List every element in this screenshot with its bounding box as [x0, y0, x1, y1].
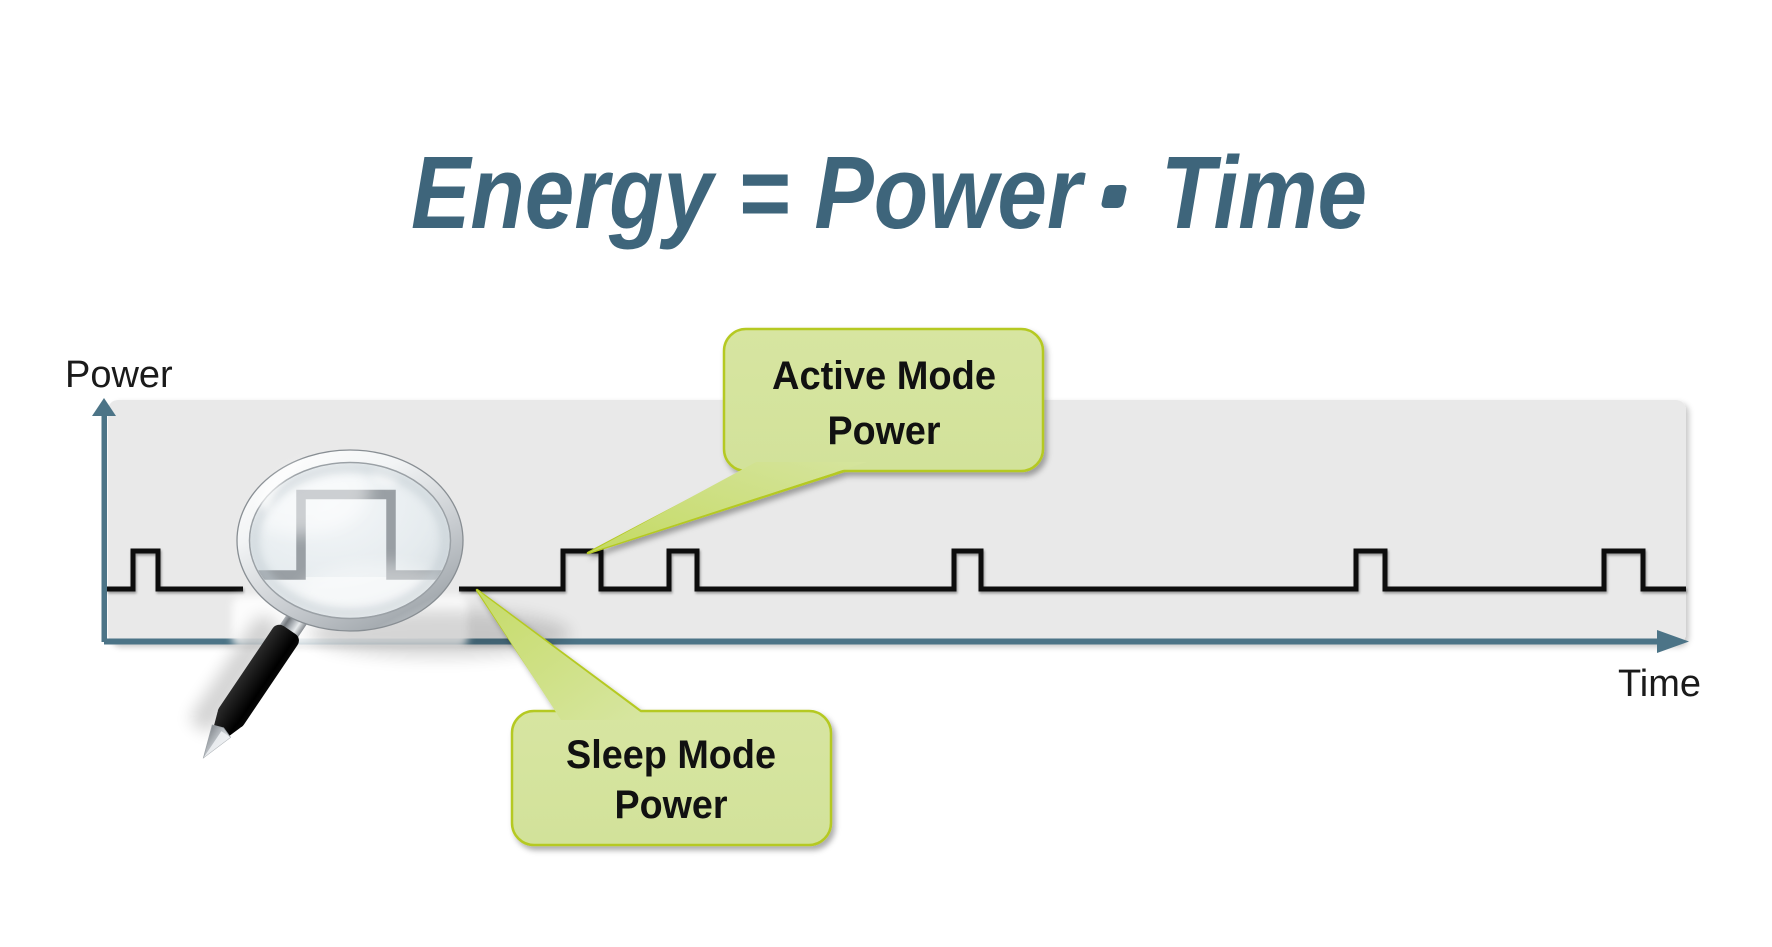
svg-text:Active Mode: Active Mode: [772, 354, 996, 398]
svg-text:Sleep Mode: Sleep Mode: [566, 733, 776, 777]
svg-text:Energy = Power · Time: Energy = Power · Time: [411, 135, 1367, 250]
svg-text:Power: Power: [828, 409, 941, 453]
svg-text:Power: Power: [65, 354, 173, 396]
svg-text:Power: Power: [615, 783, 728, 827]
svg-text:Time: Time: [1618, 663, 1701, 705]
